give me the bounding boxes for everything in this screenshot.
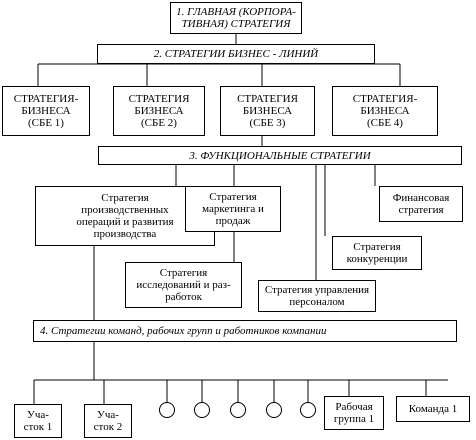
- sbe-4-box: СТРАТЕГИЯ- БИЗНЕСА (СБЕ 4): [332, 86, 438, 136]
- functional-strategies-box: 3. ФУНКЦИОНАЛЬНЫЕ СТРАТЕГИИ: [98, 146, 462, 165]
- marketing-strategy-box: Стратегия маркетинга и продаж: [185, 186, 281, 232]
- section-2-box: Уча- сток 2: [84, 404, 132, 438]
- corporate-strategy-box: 1. ГЛАВНАЯ (КОРПОРА- ТИВНАЯ) СТРАТЕГИЯ: [170, 2, 302, 34]
- work-group-1-box: Рабочая группа 1: [324, 396, 384, 430]
- business-line-strategies-box: 2. СТРАТЕГИИ БИЗНЕС - ЛИНИЙ: [97, 44, 375, 64]
- sbe-1-box: СТРАТЕГИЯ- БИЗНЕСА (СБЕ 1): [2, 86, 90, 136]
- sbe-2-box: СТРАТЕГИЯ БИЗНЕСА (СБЕ 2): [113, 86, 205, 136]
- unit-circle-2: [194, 402, 210, 418]
- research-strategy-box: Стратегия исследований и раз- работок: [125, 262, 242, 308]
- unit-circle-3: [230, 402, 246, 418]
- team-strategies-box: 4. Стратегии команд, рабочих групп и раб…: [33, 320, 457, 342]
- unit-circle-5: [300, 402, 316, 418]
- unit-circle-1: [159, 402, 175, 418]
- personnel-strategy-box: Стратегия управления персоналом: [258, 280, 376, 312]
- competition-strategy-box: Стратегия конкуренции: [332, 236, 422, 270]
- sbe-3-box: СТРАТЕГИЯ БИЗНЕСА (СБЕ 3): [220, 86, 315, 136]
- team-1-box: Команда 1: [396, 396, 470, 422]
- unit-circle-4: [266, 402, 282, 418]
- finance-strategy-box: Финансовая стратегия: [379, 186, 463, 222]
- section-1-box: Уча- сток 1: [14, 404, 62, 438]
